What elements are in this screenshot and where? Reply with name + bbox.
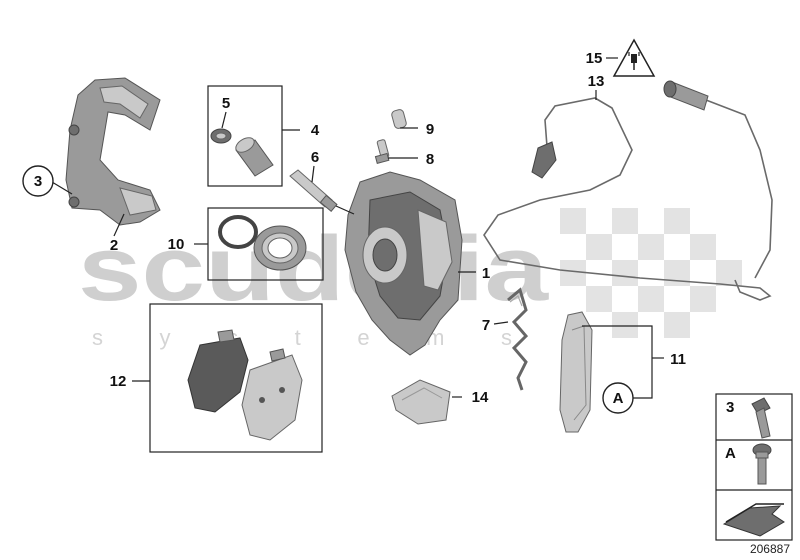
bleed-screw <box>374 139 390 165</box>
label-part-11: 11 <box>670 351 686 368</box>
label-part-12: 12 <box>110 373 127 390</box>
label-part-14: 14 <box>472 389 489 406</box>
label-part-1: 1 <box>482 265 490 282</box>
legend-label-a: A <box>725 445 736 462</box>
callout-circle-3 <box>22 165 54 197</box>
guide-sleeve <box>235 137 274 177</box>
piston-seal <box>218 215 258 249</box>
leader-lines <box>51 57 664 399</box>
label-part-4: 4 <box>311 122 320 139</box>
label-part-9: 9 <box>426 121 434 138</box>
label-part-13: 13 <box>588 73 605 90</box>
caliper-spring <box>507 287 529 391</box>
label-part-3: 3 <box>34 173 42 190</box>
brake-caliper <box>344 171 463 356</box>
flange-bolt-icon <box>751 397 771 439</box>
legend-label-3: 3 <box>726 399 734 416</box>
label-part-8: 8 <box>426 151 434 168</box>
warning-triangle-icon <box>612 38 656 77</box>
callout-circle-a <box>602 382 634 414</box>
label-part-5: 5 <box>222 95 230 112</box>
watermark-brand: scuderia <box>78 218 549 320</box>
wear-sensor-cable <box>483 80 773 301</box>
part-group-4-box <box>207 85 283 187</box>
guide-sleeve-seal <box>210 128 232 144</box>
brake-pad-inner <box>187 329 249 413</box>
fastener-legend: 3 A <box>715 393 793 541</box>
diagram-code: 206887 <box>750 542 790 556</box>
label-part-10: 10 <box>168 236 185 253</box>
caliper-bracket <box>65 77 161 226</box>
brake-pad-outer <box>241 348 303 441</box>
label-part-6: 6 <box>311 149 319 166</box>
label-part-7: 7 <box>482 317 490 334</box>
heat-shield <box>559 311 593 433</box>
label-part-15: 15 <box>586 50 603 67</box>
watermark-flag <box>560 208 742 338</box>
grease-packet <box>391 379 451 425</box>
bleed-cap <box>391 109 407 129</box>
label-part-a: A <box>613 390 624 407</box>
guide-bolt <box>289 169 338 213</box>
part-group-12-box <box>149 303 323 453</box>
label-part-2: 2 <box>110 237 118 254</box>
arrow-icon <box>722 503 785 537</box>
watermark-sub: s y s t e m s <box>92 325 512 350</box>
socket-screw-icon <box>752 443 772 485</box>
dust-boot <box>253 225 307 271</box>
